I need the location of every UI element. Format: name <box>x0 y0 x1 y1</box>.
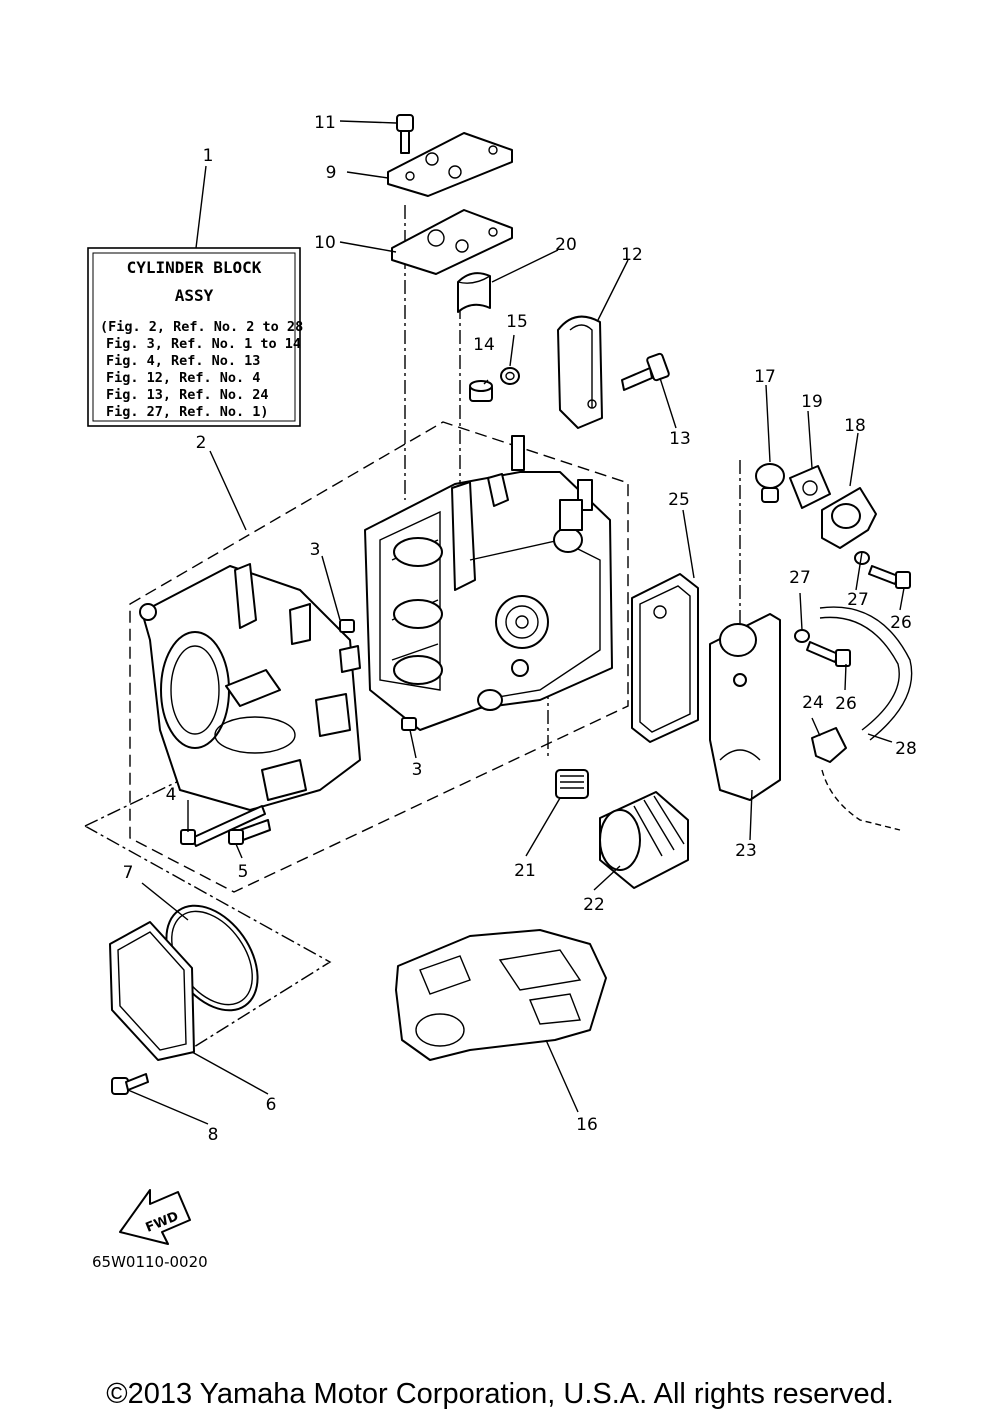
leader-lines <box>127 120 905 1125</box>
callout-5: 5 <box>238 862 249 882</box>
bolt-11-icon <box>396 114 414 154</box>
callout-2: 2 <box>196 433 207 453</box>
callout-10: 10 <box>314 233 336 253</box>
box-ref-line-2: Fig. 3, Ref. No. 1 to 14 <box>106 336 301 352</box>
callout-14: 14 <box>473 335 495 355</box>
box-ref-line-6: Fig. 27, Ref. No. 1) <box>106 404 269 420</box>
callout-28: 28 <box>895 739 917 759</box>
bolt-5-icon <box>228 819 271 845</box>
thermostat-cover-18-icon <box>821 487 877 549</box>
bracket-12-icon <box>557 315 603 429</box>
box-ref-line-4: Fig. 12, Ref. No. 4 <box>106 370 260 386</box>
callout-21: 21 <box>514 861 536 881</box>
gasket-16-icon <box>395 929 607 1061</box>
callout-27a: 27 <box>789 568 811 588</box>
callout-23: 23 <box>735 841 757 861</box>
callout-18: 18 <box>844 416 866 436</box>
callout-3b: 3 <box>412 760 423 780</box>
callout-11: 11 <box>314 113 336 133</box>
bolt-13-icon <box>621 352 670 391</box>
cover-23-icon <box>709 613 781 801</box>
callout-25: 25 <box>668 490 690 510</box>
callout-9: 9 <box>326 163 337 183</box>
oil-filter-22-icon <box>599 791 689 889</box>
callout-7: 7 <box>123 863 134 883</box>
callout-26a: 26 <box>890 613 912 633</box>
fitting-21-icon <box>555 769 589 799</box>
box-ref-line-5: Fig. 13, Ref. No. 24 <box>106 387 269 403</box>
callout-15: 15 <box>506 312 528 332</box>
box-title-line2: ASSY <box>175 286 214 305</box>
sleeve-20-icon <box>457 272 491 313</box>
thermostat-17-icon <box>755 463 785 503</box>
callout-26b: 26 <box>835 694 857 714</box>
callout-20: 20 <box>555 235 577 255</box>
callout-12: 12 <box>621 245 643 265</box>
callout-8: 8 <box>208 1125 219 1145</box>
callout-6: 6 <box>266 1095 277 1115</box>
washer-27b-icon <box>794 629 810 643</box>
dowel-pin-3b-icon <box>401 717 417 731</box>
assembly-info-box: CYLINDER BLOCK ASSY (Fig. 2, Ref. No. 2 … <box>87 247 303 427</box>
callout-17: 17 <box>754 367 776 387</box>
gasket-19-icon <box>789 465 831 509</box>
callout-13: 13 <box>669 429 691 449</box>
gasket-10-icon <box>391 209 513 275</box>
cover-6-icon <box>109 921 195 1061</box>
bolt-26b-icon <box>806 641 851 667</box>
bolt-26a-icon <box>868 565 911 589</box>
box-ref-line-1: (Fig. 2, Ref. No. 2 to 28 <box>100 319 303 335</box>
elbow-fitting-24-icon <box>811 727 901 831</box>
box-ref-line-3: Fig. 4, Ref. No. 13 <box>106 353 260 369</box>
box-title-line1: CYLINDER BLOCK <box>127 258 262 277</box>
copyright-notice: ©2013 Yamaha Motor Corporation, U.S.A. A… <box>106 1378 894 1410</box>
cylinder-block-icon <box>364 435 613 731</box>
alignment-lines <box>84 205 741 1053</box>
fwd-arrow-icon: FWD <box>119 1189 191 1245</box>
callout-3a: 3 <box>310 540 321 560</box>
callout-22: 22 <box>583 895 605 915</box>
callout-27b: 27 <box>847 590 869 610</box>
gasket-25-icon <box>631 573 699 743</box>
callout-19: 19 <box>801 392 823 412</box>
hose-28-icon <box>819 606 913 741</box>
callout-16: 16 <box>576 1115 598 1135</box>
cover-plate-9-icon <box>387 132 513 197</box>
assembly-boundary <box>129 421 629 893</box>
callout-4: 4 <box>166 785 177 805</box>
callout-24: 24 <box>802 693 824 713</box>
crankcase-half-icon <box>139 563 361 811</box>
dowel-pin-3a-icon <box>339 619 355 633</box>
plug-14-icon <box>469 380 493 402</box>
bolt-8-icon <box>111 1073 149 1095</box>
diagram-code: 65W0110-0020 <box>92 1253 208 1271</box>
washer-15-icon <box>500 367 520 385</box>
callout-1: 1 <box>203 146 214 166</box>
